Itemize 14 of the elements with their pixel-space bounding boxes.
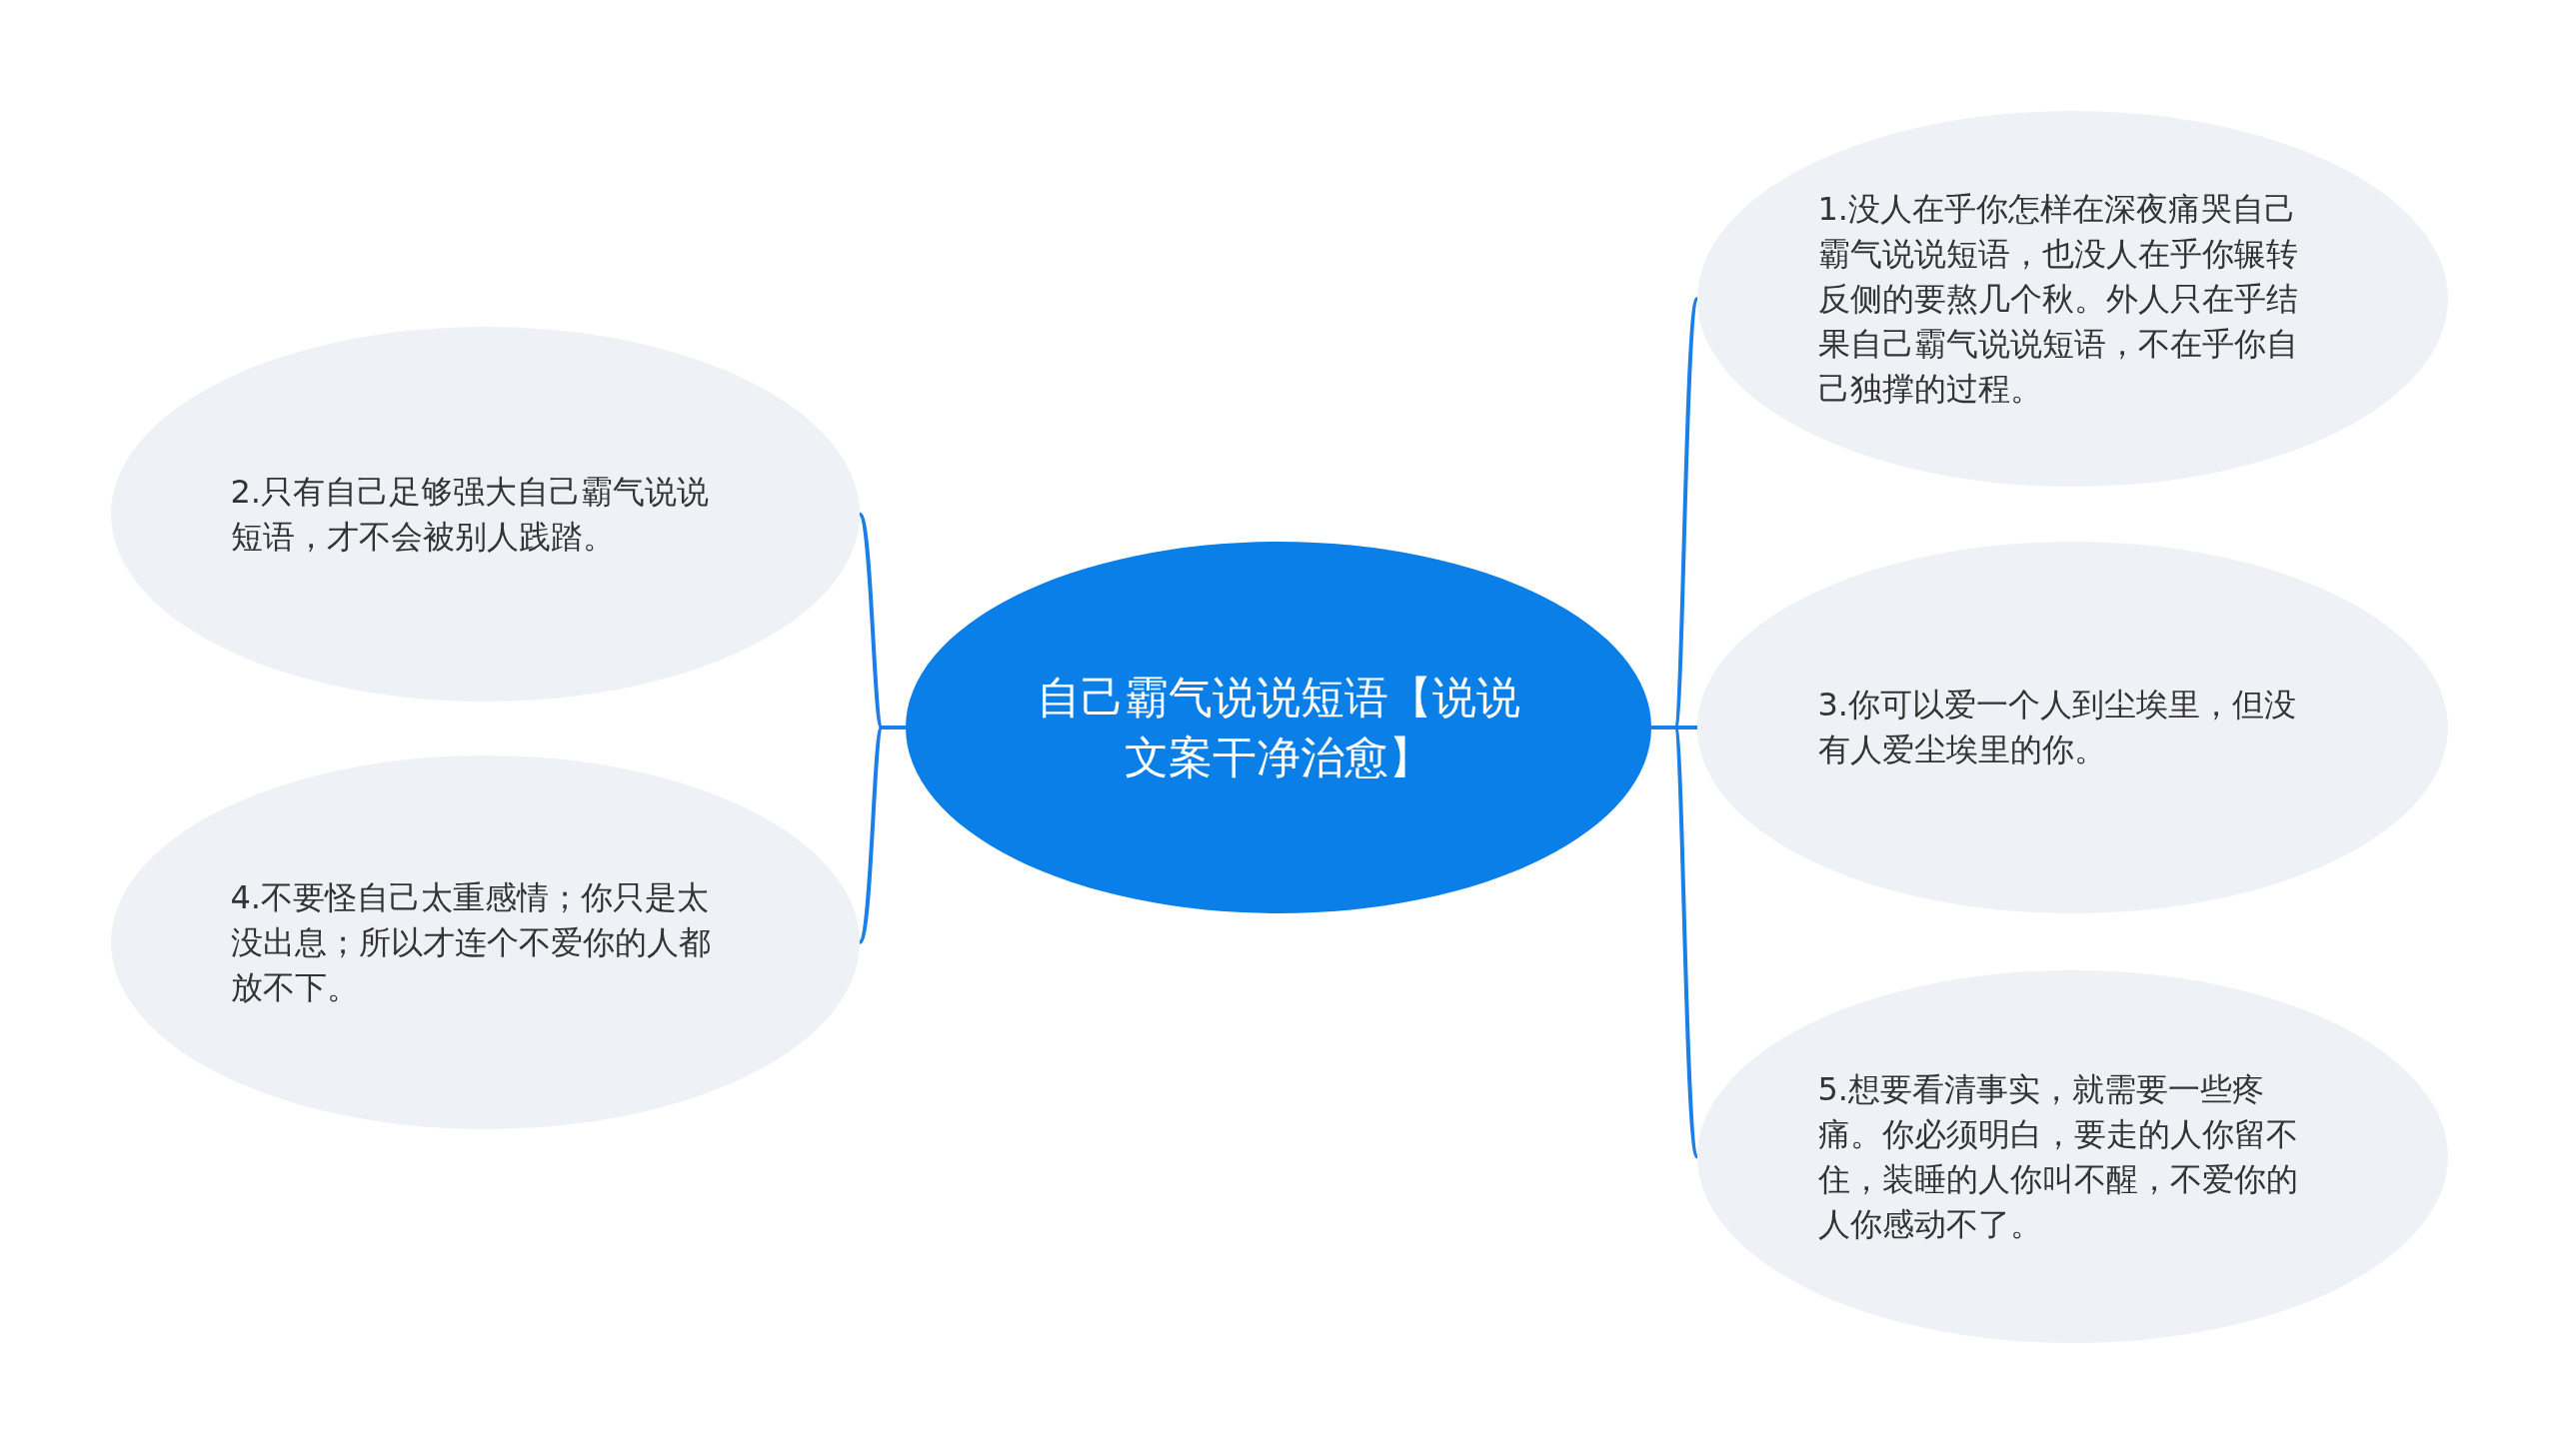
topic-ellipse (111, 755, 860, 1129)
topic-text: 2.只有自己足够强大自己霸气说说短语，才不会被别人践踏。 (230, 471, 711, 558)
topic-text: 1.没人在乎你怎样在深夜痛哭自己霸气说说短语，也没人在乎你辗转反侧的要熬几个秋。外人只在乎结果自己霸气说说短语，不在乎你自己独撑的过程。 (1817, 188, 2299, 410)
central-topic-ellipse (906, 542, 1651, 913)
topic-ellipse (1697, 111, 2448, 487)
central-topic-text: 自己霸气说说短语【说说文案干净治愈】 (1036, 671, 1521, 784)
topic-text: 3.你可以爱一个人到尘埃里，但没有人爱尘埃里的你。 (1817, 685, 2298, 770)
connector-line (858, 726, 906, 944)
topic-ellipse (1697, 970, 2448, 1343)
topic-text: 4.不要怪自己太重感情；你只是太没出息；所以才连个不爱你的人都放不下。 (230, 876, 712, 1008)
topic-ellipse (1697, 542, 2448, 913)
topic-text: 5.想要看清事实，就需要一些疼痛。你必须明白，要走的人你留不住，装睡的人你叫不醒，不爱你的人你感动不了。 (1817, 1068, 2299, 1245)
topic-ellipse (111, 327, 860, 702)
connector-line (1651, 726, 1699, 1158)
